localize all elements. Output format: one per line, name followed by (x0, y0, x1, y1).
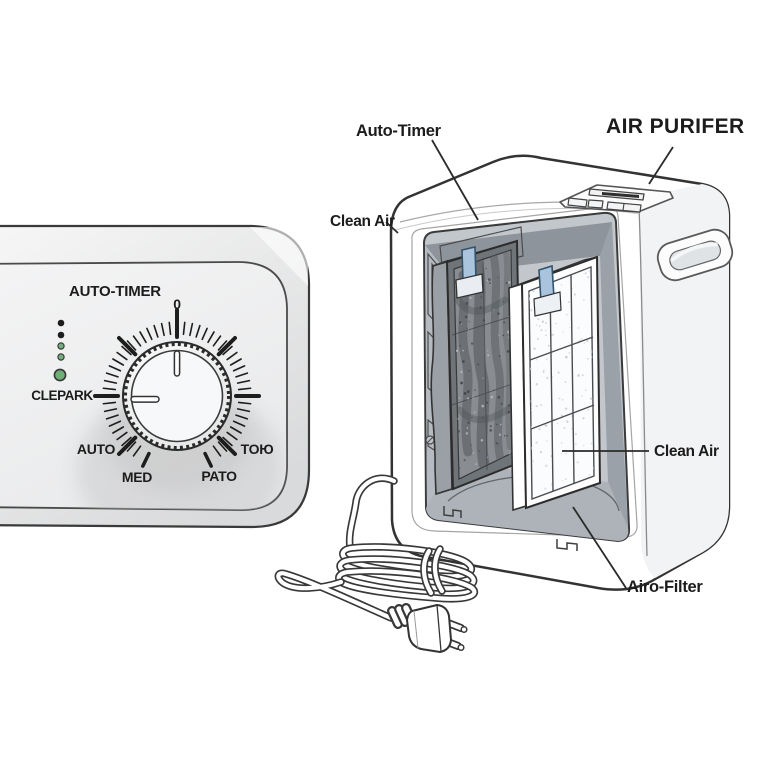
dial-scale-top: 0 (173, 296, 181, 312)
knob-indicator-top (173, 350, 181, 377)
led-icon (57, 319, 65, 327)
cord-to-plug (274, 569, 395, 622)
dial-mode-right: TOЮ (241, 441, 274, 457)
clean-filter-media (528, 265, 595, 501)
callouts: Auto-Timer Clean Air AIR PURIFER Clean A… (330, 115, 745, 596)
dial-mode-left: CLEPARK (31, 388, 93, 403)
control-panel-inset: AUTO-TIMER 0 CLEPARK AUTO MED PATO TOЮ (0, 224, 311, 529)
leader-air-filter (572, 506, 627, 589)
dirty-filter-grid (451, 257, 519, 471)
screw-slot (427, 437, 433, 443)
plug-edge-line (413, 610, 419, 649)
unit-right-face (640, 184, 729, 578)
grime (454, 250, 514, 470)
clean-filter-tab-clip (533, 291, 562, 317)
top-control-panel (559, 184, 674, 213)
led-icon (57, 353, 65, 361)
plug-prong-tip (457, 643, 465, 652)
callout-clean-air-top: Clean Air (330, 213, 395, 230)
clean-filter (508, 255, 602, 512)
dial-tick-ring (93, 308, 261, 468)
cord-coil (335, 543, 478, 603)
status-leds (53, 319, 67, 382)
power-cord (274, 474, 478, 653)
display-bar (602, 192, 639, 198)
clean-filter-grid (529, 274, 595, 492)
callout-air-filter: Airo-Filter (627, 578, 703, 596)
side-handle (656, 228, 734, 282)
led-icon (57, 342, 65, 350)
leader-clean-air-top (385, 221, 399, 234)
plug (387, 603, 468, 653)
timer-knob (122, 341, 232, 451)
dial-mode-bottom-right: PATO (201, 468, 237, 484)
product-label: AIR PURIFER (606, 115, 745, 138)
dirty-filter-side (430, 259, 453, 496)
dirty-filter-tab-clip (455, 273, 484, 299)
dirty-filter (430, 239, 523, 496)
button-small-2 (587, 199, 604, 209)
plug-face-line (436, 604, 442, 652)
led-icon (53, 368, 67, 382)
dial-mode-lower-left: AUTO (77, 441, 116, 457)
floor-notch-right (556, 539, 578, 551)
knob-indicator-left (130, 395, 160, 403)
callout-auto-timer: Auto-Timer (356, 122, 442, 140)
plug-prong-tip (460, 625, 468, 634)
front-rim-line (411, 206, 638, 538)
button-wide-divider (622, 203, 625, 211)
front-right-edge (638, 205, 648, 557)
leader-product (648, 146, 674, 185)
panel-corner-highlight (250, 227, 308, 286)
callout-clean-air-side: Clean Air (654, 443, 719, 460)
led-icon (57, 331, 65, 339)
dial-title: AUTO-TIMER (69, 283, 161, 300)
dial-mode-bottom-left: MED (122, 469, 152, 485)
cord-from-unit (345, 474, 398, 551)
air-purifier-unit (389, 154, 734, 591)
button-small-1 (567, 197, 588, 208)
leader-auto-timer (431, 139, 479, 221)
plug-body (406, 604, 452, 653)
floor-notch-left (443, 506, 462, 518)
